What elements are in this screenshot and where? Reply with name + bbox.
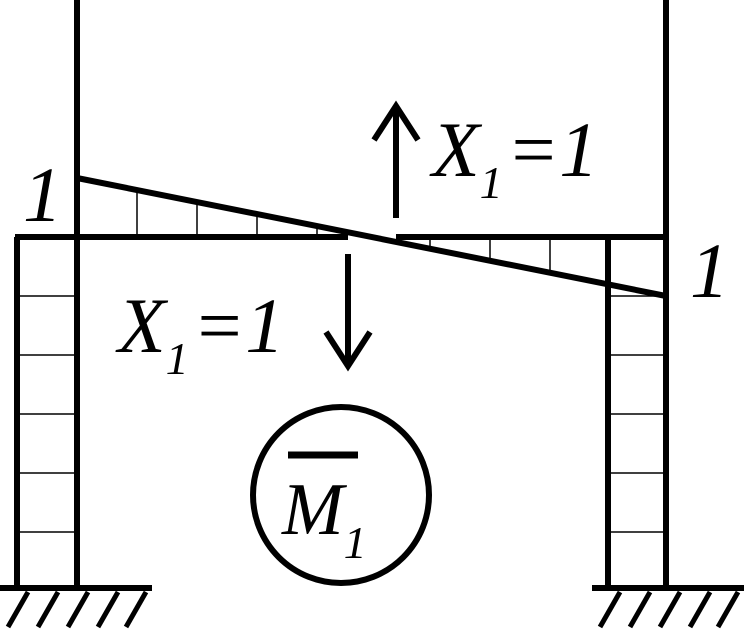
force-label-lower: X1=1 <box>115 282 284 384</box>
force-label-lower-sub: 1 <box>166 333 189 384</box>
left-column-hatching <box>17 295 77 533</box>
fixed-support-icon <box>0 585 152 629</box>
moment-value-right: 1 <box>690 227 729 314</box>
moment-value-left: 1 <box>23 151 62 238</box>
force-label-upper-eq: =1 <box>507 106 599 193</box>
diagram-name: M1 <box>281 469 367 568</box>
force-label-lower-eq: =1 <box>193 282 285 369</box>
force-label-lower-main: X <box>115 282 169 369</box>
diagram-name-circle <box>250 404 432 586</box>
diagram-name-main: M <box>281 469 348 551</box>
beam-diagram-line <box>76 175 667 299</box>
force-label-upper-sub: 1 <box>480 157 503 208</box>
fixed-support-icon <box>592 585 744 629</box>
arrow-up-icon <box>371 100 421 218</box>
arrow-down-icon <box>323 254 373 372</box>
force-label-upper: X1=1 <box>429 106 598 208</box>
right-column-hatching <box>608 295 666 533</box>
force-label-upper-main: X <box>429 106 483 193</box>
beam-hatching <box>136 190 609 284</box>
diagram-name-sub: 1 <box>344 517 367 568</box>
